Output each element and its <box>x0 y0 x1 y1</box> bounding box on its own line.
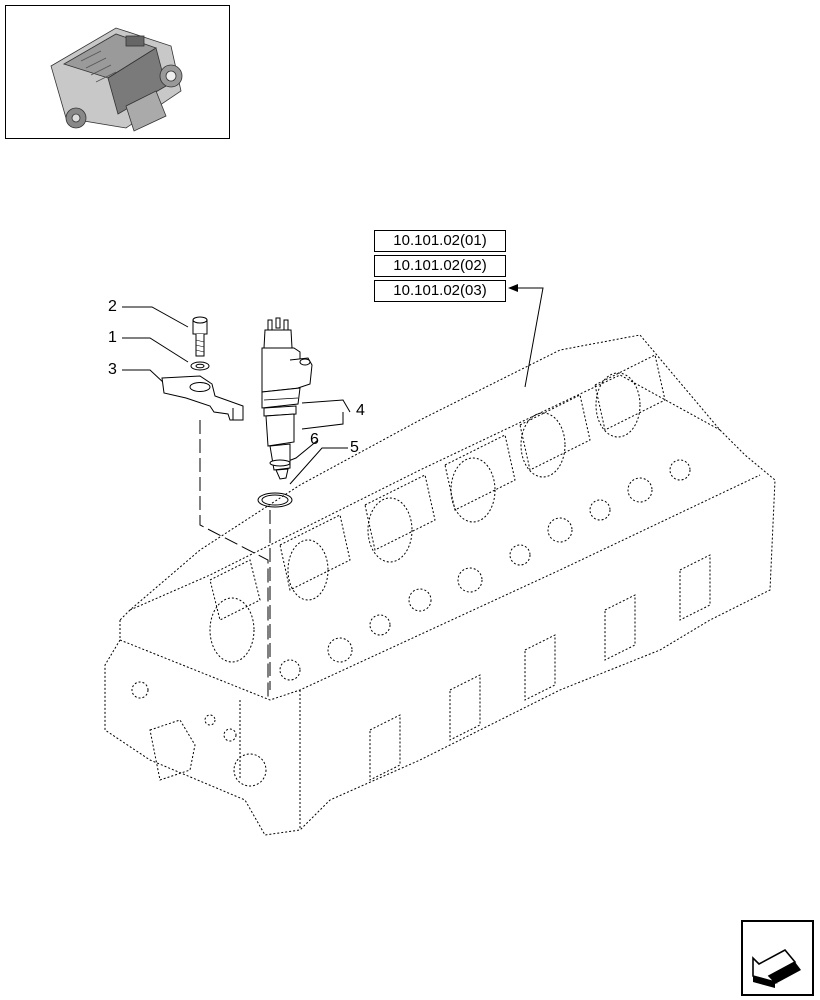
callout-3: 3 <box>108 361 117 378</box>
callout-6: 6 <box>310 431 319 448</box>
engine-thumbnail[interactable] <box>5 5 230 139</box>
screw-part <box>192 316 208 357</box>
reference-box-02[interactable]: 10.101.02(02) <box>374 255 506 277</box>
engine-thumbnail-icon <box>50 27 183 132</box>
back-arrow-icon <box>752 948 801 988</box>
callout-1: 1 <box>108 329 117 346</box>
clamp-bracket-part <box>161 375 244 421</box>
callout-leader-lines <box>122 306 351 485</box>
reference-box-03[interactable]: 10.101.02(03) <box>374 280 506 302</box>
reference-box-01[interactable]: 10.101.02(01) <box>374 230 506 252</box>
callout-5: 5 <box>350 439 359 456</box>
cylinder-head-outline <box>104 334 776 836</box>
injector-part <box>261 317 313 480</box>
reference-leader-line <box>508 284 544 388</box>
back-navigation-button[interactable] <box>741 920 814 996</box>
assembly-dashed-lines <box>199 420 271 700</box>
washer-part <box>190 361 210 371</box>
callout-2: 2 <box>108 298 117 315</box>
seal-parts <box>257 459 293 508</box>
callout-4: 4 <box>356 402 365 419</box>
